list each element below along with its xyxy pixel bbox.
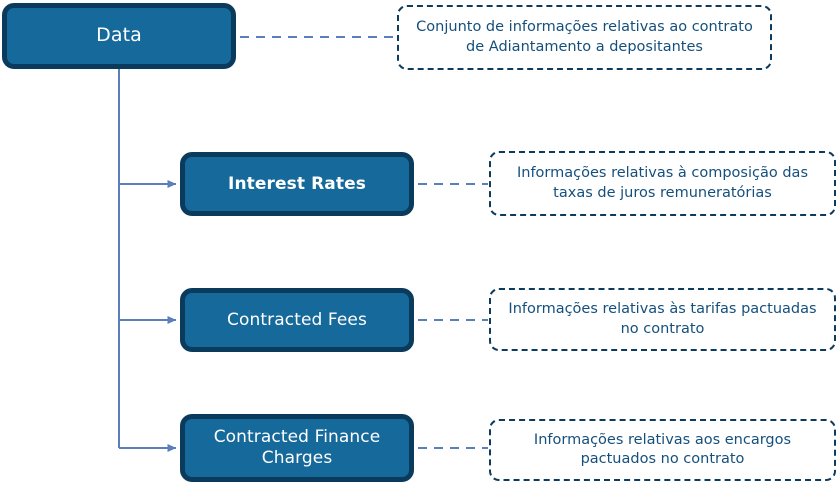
node-interest-rates-label: Interest Rates — [228, 173, 366, 194]
note-interest-rates-text: Informações relativas à composição das t… — [516, 165, 808, 201]
node-interest-rates[interactable]: Interest Rates — [180, 152, 414, 216]
note-interest-rates: Informações relativas à composição das t… — [489, 151, 836, 216]
note-contracted-fees: Informações relativas às tarifas pactuad… — [489, 288, 836, 351]
note-contracted-fees-text: Informações relativas às tarifas pactuad… — [508, 301, 817, 337]
node-contracted-finance-charges[interactable]: Contracted Finance Charges — [180, 414, 414, 482]
node-data[interactable]: Data — [2, 3, 236, 69]
note-data-text: Conjunto de informações relativas ao con… — [416, 19, 753, 55]
node-contracted-fees[interactable]: Contracted Fees — [180, 288, 414, 352]
note-contracted-finance-charges: Informações relativas aos encargos pactu… — [489, 419, 836, 481]
node-contracted-fees-label: Contracted Fees — [227, 309, 367, 330]
note-contracted-finance-charges-text: Informações relativas aos encargos pactu… — [533, 431, 792, 467]
node-data-label: Data — [96, 24, 142, 47]
node-contracted-finance-charges-label: Contracted Finance Charges — [213, 427, 381, 468]
note-data: Conjunto de informações relativas ao con… — [397, 5, 772, 70]
